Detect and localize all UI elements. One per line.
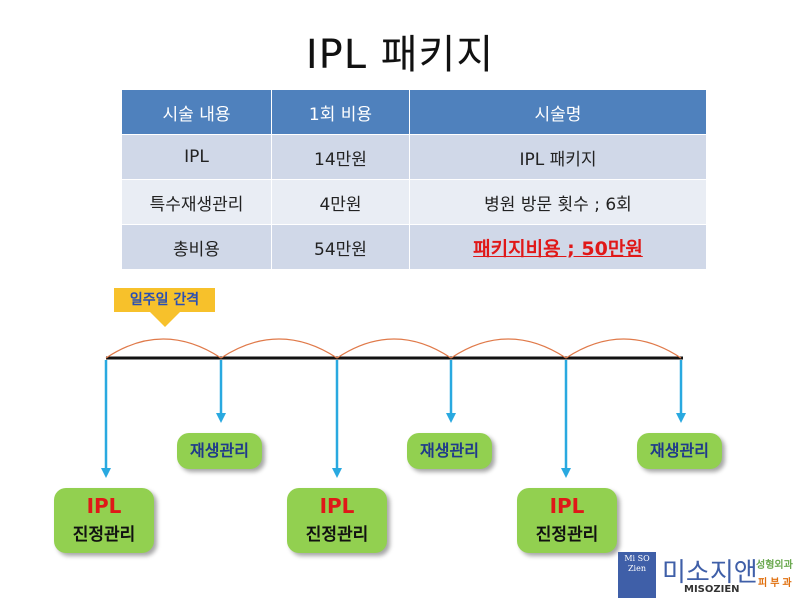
package-table: 시술 내용 1회 비용 시술명 IPL 14만원 IPL 패키지 특수재생관리 … (121, 89, 707, 270)
ipl-box-title: IPL (319, 494, 355, 518)
clinic-logo: Mi SO Zien 미소지앤 MISOZIEN 성형외과 피부과 (618, 552, 798, 598)
regen-box-3: 재생관리 (637, 433, 722, 469)
table-cell: 패키지비용 ; 50만원 (409, 224, 707, 270)
logo-english-name: MISOZIEN (684, 584, 740, 595)
ipl-box-3: IPL 진정관리 (517, 488, 617, 553)
header-cost: 1회 비용 (271, 89, 410, 135)
page-title: IPL 패키지 (305, 32, 495, 78)
interval-pointer (150, 312, 180, 327)
logo-mark-icon: Mi SO Zien (618, 552, 656, 598)
table-row: IPL 14만원 IPL 패키지 (121, 134, 707, 180)
table-row: 특수재생관리 4만원 병원 방문 횟수 ; 6회 (121, 179, 707, 225)
regen-box-2: 재생관리 (407, 433, 492, 469)
ipl-box-title: IPL (549, 494, 585, 518)
package-price-highlight: 패키지비용 ; 50만원 (473, 237, 643, 260)
ipl-box-subtitle: 진정관리 (305, 525, 369, 545)
ipl-box-1: IPL 진정관리 (54, 488, 154, 553)
ipl-box-subtitle: 진정관리 (535, 525, 599, 545)
interval-label: 일주일 간격 (114, 288, 215, 312)
regen-box-1: 재생관리 (177, 433, 262, 469)
interval-arc (565, 338, 682, 359)
table-cell: 54만원 (271, 224, 410, 270)
table-cell: IPL (121, 134, 272, 180)
table-cell: 총비용 (121, 224, 272, 270)
logo-dept-derm: 피부과 (758, 578, 795, 589)
table-cell: 특수재생관리 (121, 179, 272, 225)
ipl-box-subtitle: 진정관리 (72, 525, 136, 545)
interval-arc (220, 338, 338, 359)
interval-arc (105, 338, 222, 359)
table-cell: 병원 방문 횟수 ; 6회 (409, 179, 707, 225)
logo-dept-plastic: 성형외과 (756, 560, 793, 571)
interval-arc (336, 338, 452, 359)
logo-korean-name: 미소지앤 (662, 558, 758, 588)
header-procedure: 시술 내용 (121, 89, 272, 135)
table-cell: 4만원 (271, 179, 410, 225)
ipl-box-2: IPL 진정관리 (287, 488, 387, 553)
table-header-row: 시술 내용 1회 비용 시술명 (121, 89, 707, 135)
ipl-box-title: IPL (86, 494, 122, 518)
interval-arc (450, 338, 567, 359)
table-cell: 14만원 (271, 134, 410, 180)
header-name: 시술명 (409, 89, 707, 135)
table-row: 총비용 54만원 패키지비용 ; 50만원 (121, 224, 707, 270)
table-cell: IPL 패키지 (409, 134, 707, 180)
